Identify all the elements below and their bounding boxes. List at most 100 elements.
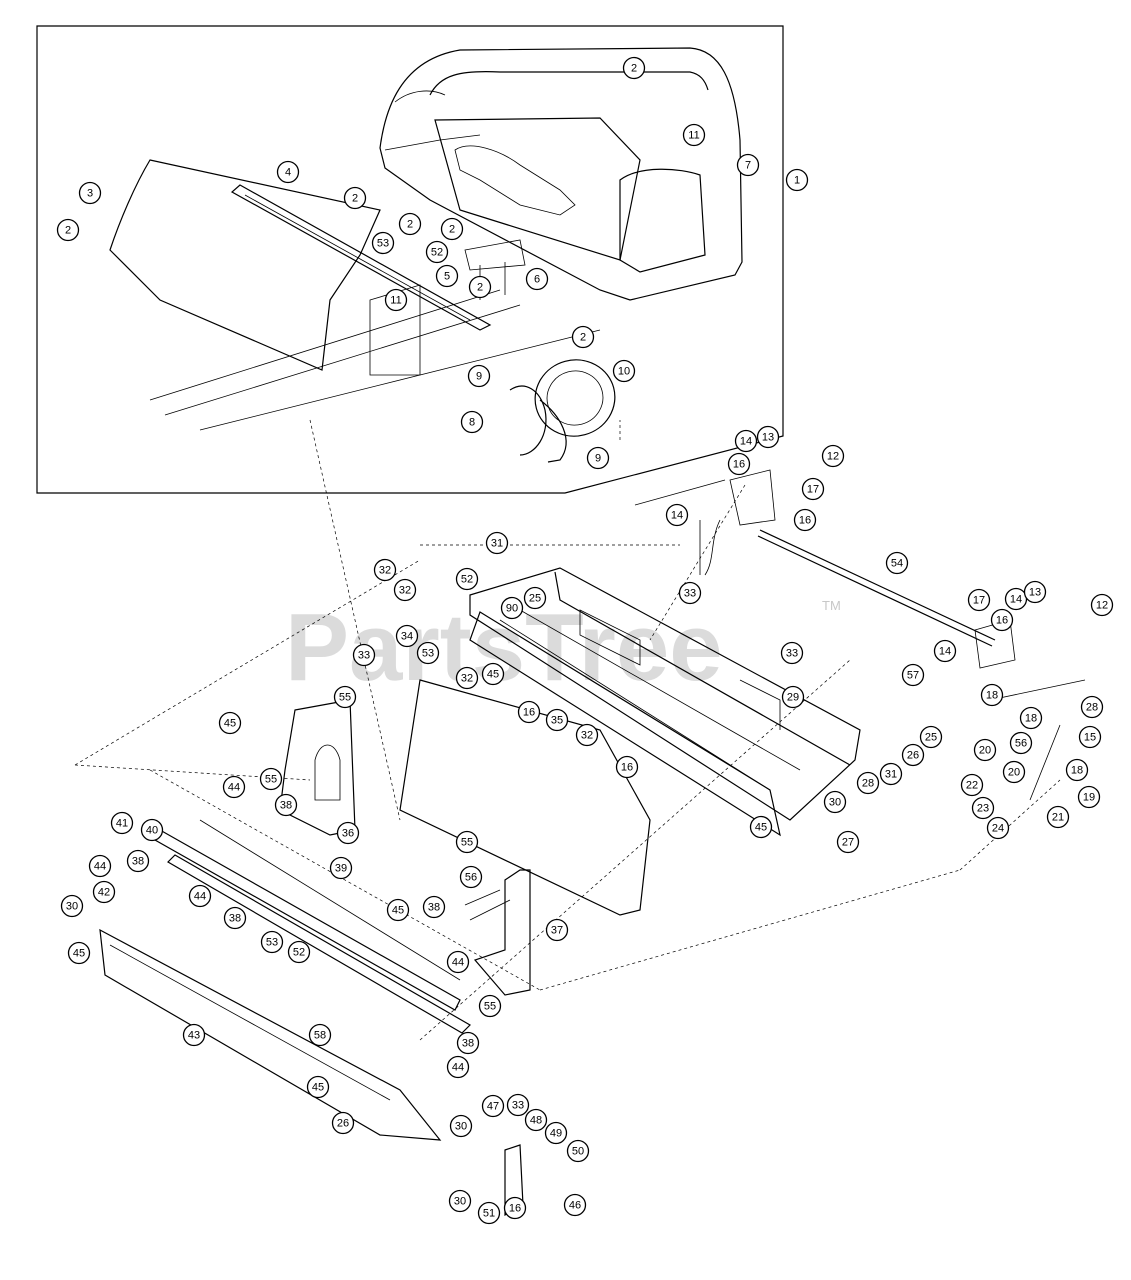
callout-circle — [836, 830, 860, 854]
callout-37: 37 — [545, 918, 569, 942]
callout-53: 53 — [371, 231, 395, 255]
callout-number: 55 — [484, 1001, 496, 1013]
callout-number: 14 — [740, 436, 752, 448]
callout-circle — [140, 818, 164, 842]
callout-circle — [110, 811, 134, 835]
callout-number: 43 — [188, 1030, 200, 1042]
callout-circle — [736, 153, 760, 177]
callout-circle — [386, 898, 410, 922]
hose-clamp — [509, 385, 547, 456]
callout-circle — [425, 240, 449, 264]
callout-circle — [971, 796, 995, 820]
callout-number: 42 — [98, 887, 110, 899]
callout-number: 11 — [390, 295, 401, 307]
callout-2: 2 — [440, 217, 464, 241]
callout-circle — [566, 1139, 590, 1163]
callout-circle — [218, 711, 242, 735]
callout-number: 38 — [428, 902, 440, 914]
callout-38: 38 — [456, 1031, 480, 1055]
callout-circle — [422, 895, 446, 919]
callout-number: 17 — [973, 595, 985, 607]
callout-number: 30 — [829, 797, 841, 809]
callout-circle — [901, 663, 925, 687]
callout-circle — [448, 1189, 472, 1213]
callout-circle — [727, 452, 751, 476]
support-plate — [369, 284, 421, 376]
callout-number: 22 — [966, 780, 978, 792]
callout-number: 6 — [534, 274, 540, 286]
callout-38: 38 — [422, 895, 446, 919]
callout-circle — [1009, 731, 1033, 755]
callout-circle — [500, 596, 524, 620]
callout-circle — [793, 508, 817, 532]
callout-55: 55 — [478, 994, 502, 1018]
callout-5: 5 — [435, 264, 459, 288]
callout-circle — [336, 821, 360, 845]
callout-1: 1 — [785, 168, 809, 192]
callout-circle — [333, 685, 357, 709]
callout-circle — [1078, 725, 1102, 749]
callout-circle — [1046, 805, 1070, 829]
callout-38: 38 — [126, 849, 150, 873]
callout-circle — [678, 581, 702, 605]
callout-circle — [274, 793, 298, 817]
callout-circle — [456, 1031, 480, 1055]
callout-number: 36 — [342, 828, 354, 840]
callout-25: 25 — [919, 725, 943, 749]
callout-14: 14 — [933, 639, 957, 663]
callout-number: 9 — [595, 453, 601, 465]
callout-circle — [352, 643, 376, 667]
callout-number: 31 — [491, 538, 503, 550]
callout-2: 2 — [398, 212, 422, 236]
callout-18: 18 — [1065, 758, 1089, 782]
callout-number: 39 — [335, 863, 347, 875]
callout-39: 39 — [329, 856, 353, 880]
callout-number: 11 — [688, 130, 699, 142]
callout-number: 16 — [799, 515, 811, 527]
hood-cover — [379, 47, 743, 301]
callout-31: 31 — [485, 531, 509, 555]
callout-number: 12 — [1096, 600, 1108, 612]
callout-number: 44 — [452, 957, 464, 969]
callout-number: 25 — [925, 732, 937, 744]
callout-number: 58 — [314, 1030, 326, 1042]
callout-18: 18 — [980, 683, 1004, 707]
callout-number: 90 — [506, 603, 518, 615]
callout-number: 10 — [618, 366, 630, 378]
callout-number: 47 — [487, 1101, 499, 1113]
callout-number: 20 — [1008, 767, 1020, 779]
callout-number: 29 — [787, 692, 799, 704]
callout-9: 9 — [467, 364, 491, 388]
callout-circle — [449, 1114, 473, 1138]
callout-number: 44 — [94, 861, 106, 873]
callout-32: 32 — [393, 578, 417, 602]
callout-circle — [986, 816, 1010, 840]
callout-number: 2 — [449, 224, 455, 236]
callout-number: 55 — [339, 692, 351, 704]
callout-number: 21 — [1052, 812, 1064, 824]
callout-2: 2 — [571, 325, 595, 349]
callout-49: 49 — [544, 1121, 568, 1145]
callout-number: 18 — [1071, 765, 1083, 777]
callout-47: 47 — [481, 1094, 505, 1118]
callout-54: 54 — [885, 551, 909, 575]
callout-50: 50 — [566, 1139, 590, 1163]
callout-circle — [223, 906, 247, 930]
callout-circle — [435, 264, 459, 288]
callout-circle — [545, 918, 569, 942]
callout-circle — [901, 743, 925, 767]
callout-34: 34 — [395, 624, 419, 648]
callout-45: 45 — [67, 941, 91, 965]
callout-number: 45 — [312, 1082, 324, 1094]
callout-circle — [260, 930, 284, 954]
callout-55: 55 — [455, 830, 479, 854]
callout-16: 16 — [990, 608, 1014, 632]
callout-45: 45 — [306, 1075, 330, 1099]
callout-circle — [1065, 758, 1089, 782]
inset-frame — [36, 25, 784, 494]
callout-number: 33 — [512, 1100, 524, 1112]
callout-number: 8 — [469, 417, 475, 429]
callout-number: 50 — [572, 1146, 584, 1158]
callout-44: 44 — [222, 775, 246, 799]
callout-circle — [990, 608, 1014, 632]
